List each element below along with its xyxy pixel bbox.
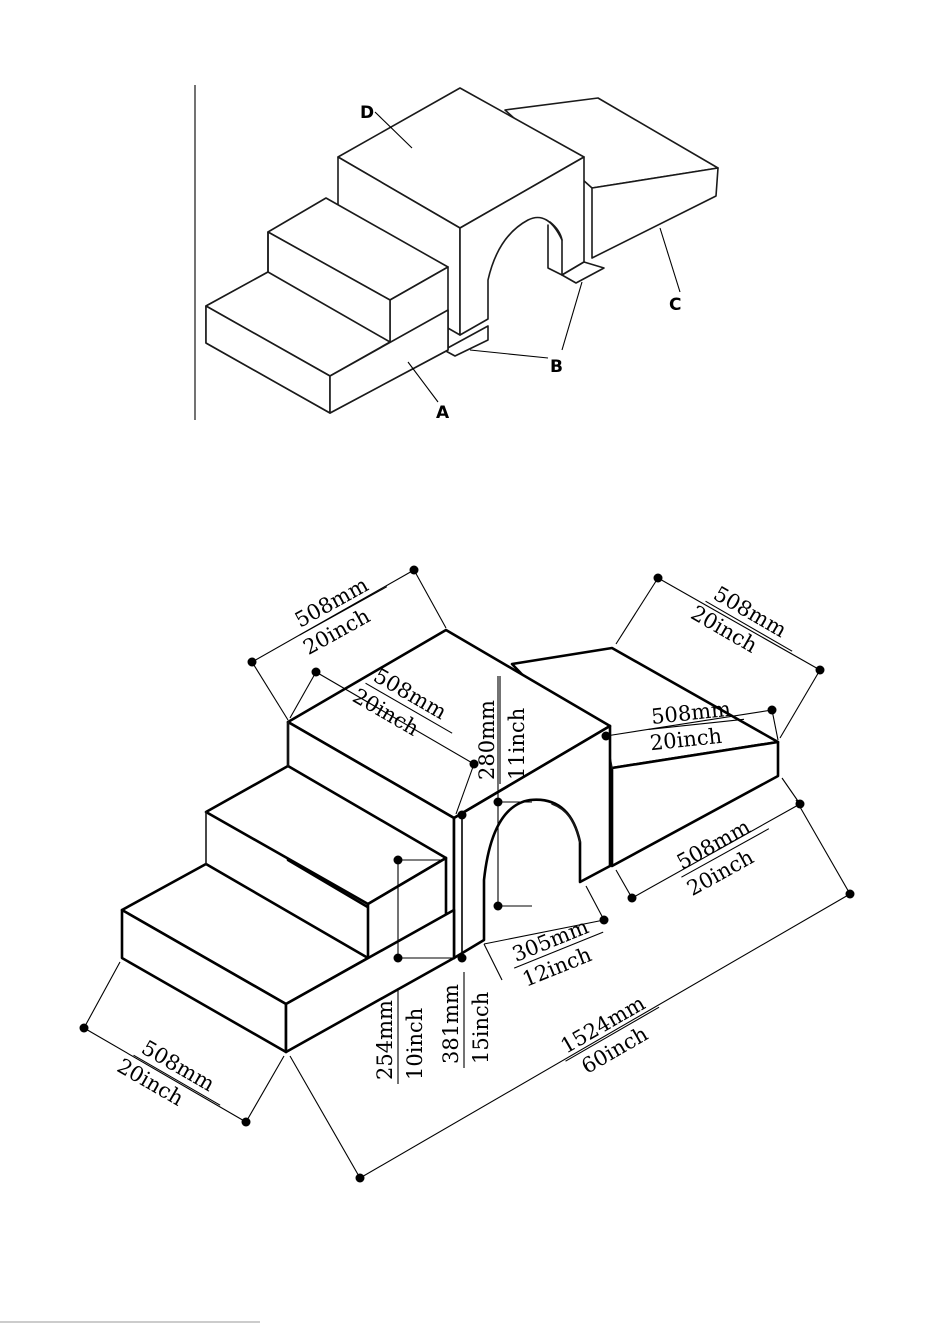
dim-dot bbox=[458, 811, 467, 820]
label-tunnel-wall-in: 15inch bbox=[469, 992, 493, 1064]
label-tunnel-height-in: 11inch bbox=[505, 708, 529, 780]
label-total-length: 1524mm 60inch bbox=[553, 986, 673, 1085]
dim-ext-total-a bbox=[290, 1056, 360, 1178]
dim-ext-ramp-side-b bbox=[782, 778, 800, 804]
dim-dot bbox=[248, 658, 257, 667]
leader-a bbox=[408, 362, 438, 402]
dim-ext-ramp-width bbox=[772, 710, 778, 740]
callout-a: A bbox=[436, 403, 450, 423]
label-arch-width: 305mm 12inch bbox=[505, 910, 613, 993]
callout-b: B bbox=[550, 357, 563, 377]
dim-dot bbox=[312, 668, 321, 677]
dim-ext-step-width-b bbox=[246, 1056, 284, 1122]
dim-ext-top-left-a bbox=[252, 662, 288, 720]
dim-ext-step-width-a bbox=[84, 962, 120, 1028]
leader-b-left bbox=[470, 350, 548, 358]
dim-dot bbox=[494, 902, 503, 911]
leader-b-right bbox=[562, 282, 582, 350]
dim-dot bbox=[394, 954, 403, 963]
dim-dot bbox=[602, 732, 611, 741]
label-top-left: 508mm 20inch bbox=[286, 565, 400, 660]
dim-ext-ramp-top-b bbox=[780, 670, 820, 738]
dim-line-step-width bbox=[84, 1028, 246, 1122]
label-step-height-in: 10inch bbox=[403, 1008, 427, 1080]
dim-ext-ramp-side-a bbox=[616, 870, 632, 898]
label-tunnel-wall-mm: 381mm bbox=[439, 984, 463, 1064]
dim-dot bbox=[80, 1024, 89, 1033]
dim-dot bbox=[654, 574, 663, 583]
dim-dot bbox=[242, 1118, 251, 1127]
label-ramp-top: 508mm 20inch bbox=[687, 577, 805, 675]
dim-ext-arch-a bbox=[484, 944, 502, 980]
dim-dot bbox=[600, 916, 609, 925]
dimensioned-view: 508mm 20inch 508mm 20inch 280mm 11inch 5… bbox=[80, 565, 855, 1183]
callout-c: C bbox=[669, 295, 681, 315]
dim-dot bbox=[394, 856, 403, 865]
dim-dot bbox=[768, 706, 777, 715]
leader-c bbox=[660, 228, 680, 292]
labeled-view: D C B A bbox=[195, 85, 718, 423]
dim-dot bbox=[410, 566, 419, 575]
dim-dot bbox=[628, 894, 637, 903]
dim-ext-ramp-top-a bbox=[616, 578, 658, 644]
dim-ext-arch-b bbox=[586, 886, 604, 920]
label-step-height: 254mm 10inch bbox=[373, 988, 427, 1084]
dim-ext-total-b bbox=[796, 800, 850, 894]
dim-dot bbox=[816, 666, 825, 675]
dim-dot bbox=[458, 954, 467, 963]
dim-dot bbox=[494, 798, 503, 807]
dim-ext-top-left-b bbox=[414, 570, 446, 628]
label-step-height-mm: 254mm bbox=[373, 1000, 397, 1080]
label-tunnel-height-mm: 280mm bbox=[475, 700, 499, 780]
callout-d: D bbox=[360, 103, 374, 123]
label-tunnel-wall: 381mm 15inch bbox=[439, 972, 493, 1068]
dim-dot bbox=[356, 1174, 365, 1183]
dim-dot bbox=[846, 890, 855, 899]
